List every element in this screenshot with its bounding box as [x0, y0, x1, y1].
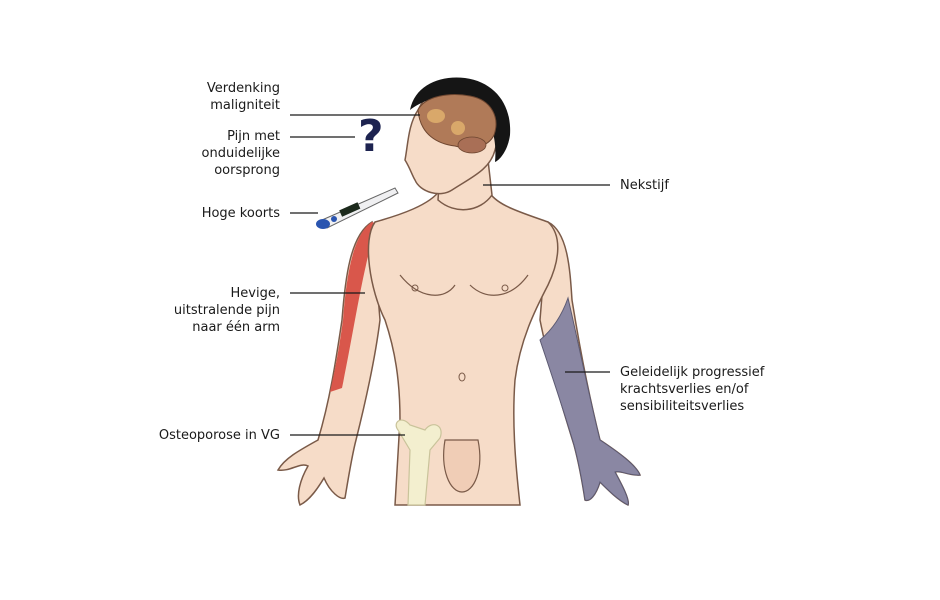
label-progressive-loss: Geleidelijk progressief krachtsverlies e… [620, 365, 765, 414]
label-stiff-neck: Nekstijf [620, 178, 669, 193]
tumor-spot [451, 121, 465, 135]
thermometer-icon [316, 187, 399, 229]
label-osteoporosis: Osteoporose in VG [158, 428, 280, 443]
leader-lines [290, 114, 610, 436]
hair [410, 77, 511, 162]
sensory-loss-arm [539, 296, 641, 506]
label-fever: Hoge koorts [201, 206, 280, 221]
question-mark: ? [358, 111, 384, 162]
pain-stripe [330, 222, 385, 392]
tumor-spot [427, 109, 445, 123]
torso [367, 189, 559, 506]
genitals [443, 439, 481, 493]
label-unclear-pain: Pijn met onduidelijke oorsprong [201, 129, 280, 178]
femur-bone [395, 419, 442, 506]
label-radiating-pain: Hevige, uitstralende pijn naar één arm [173, 286, 280, 335]
label-malignancy: Verdenking maligniteit [206, 81, 280, 113]
